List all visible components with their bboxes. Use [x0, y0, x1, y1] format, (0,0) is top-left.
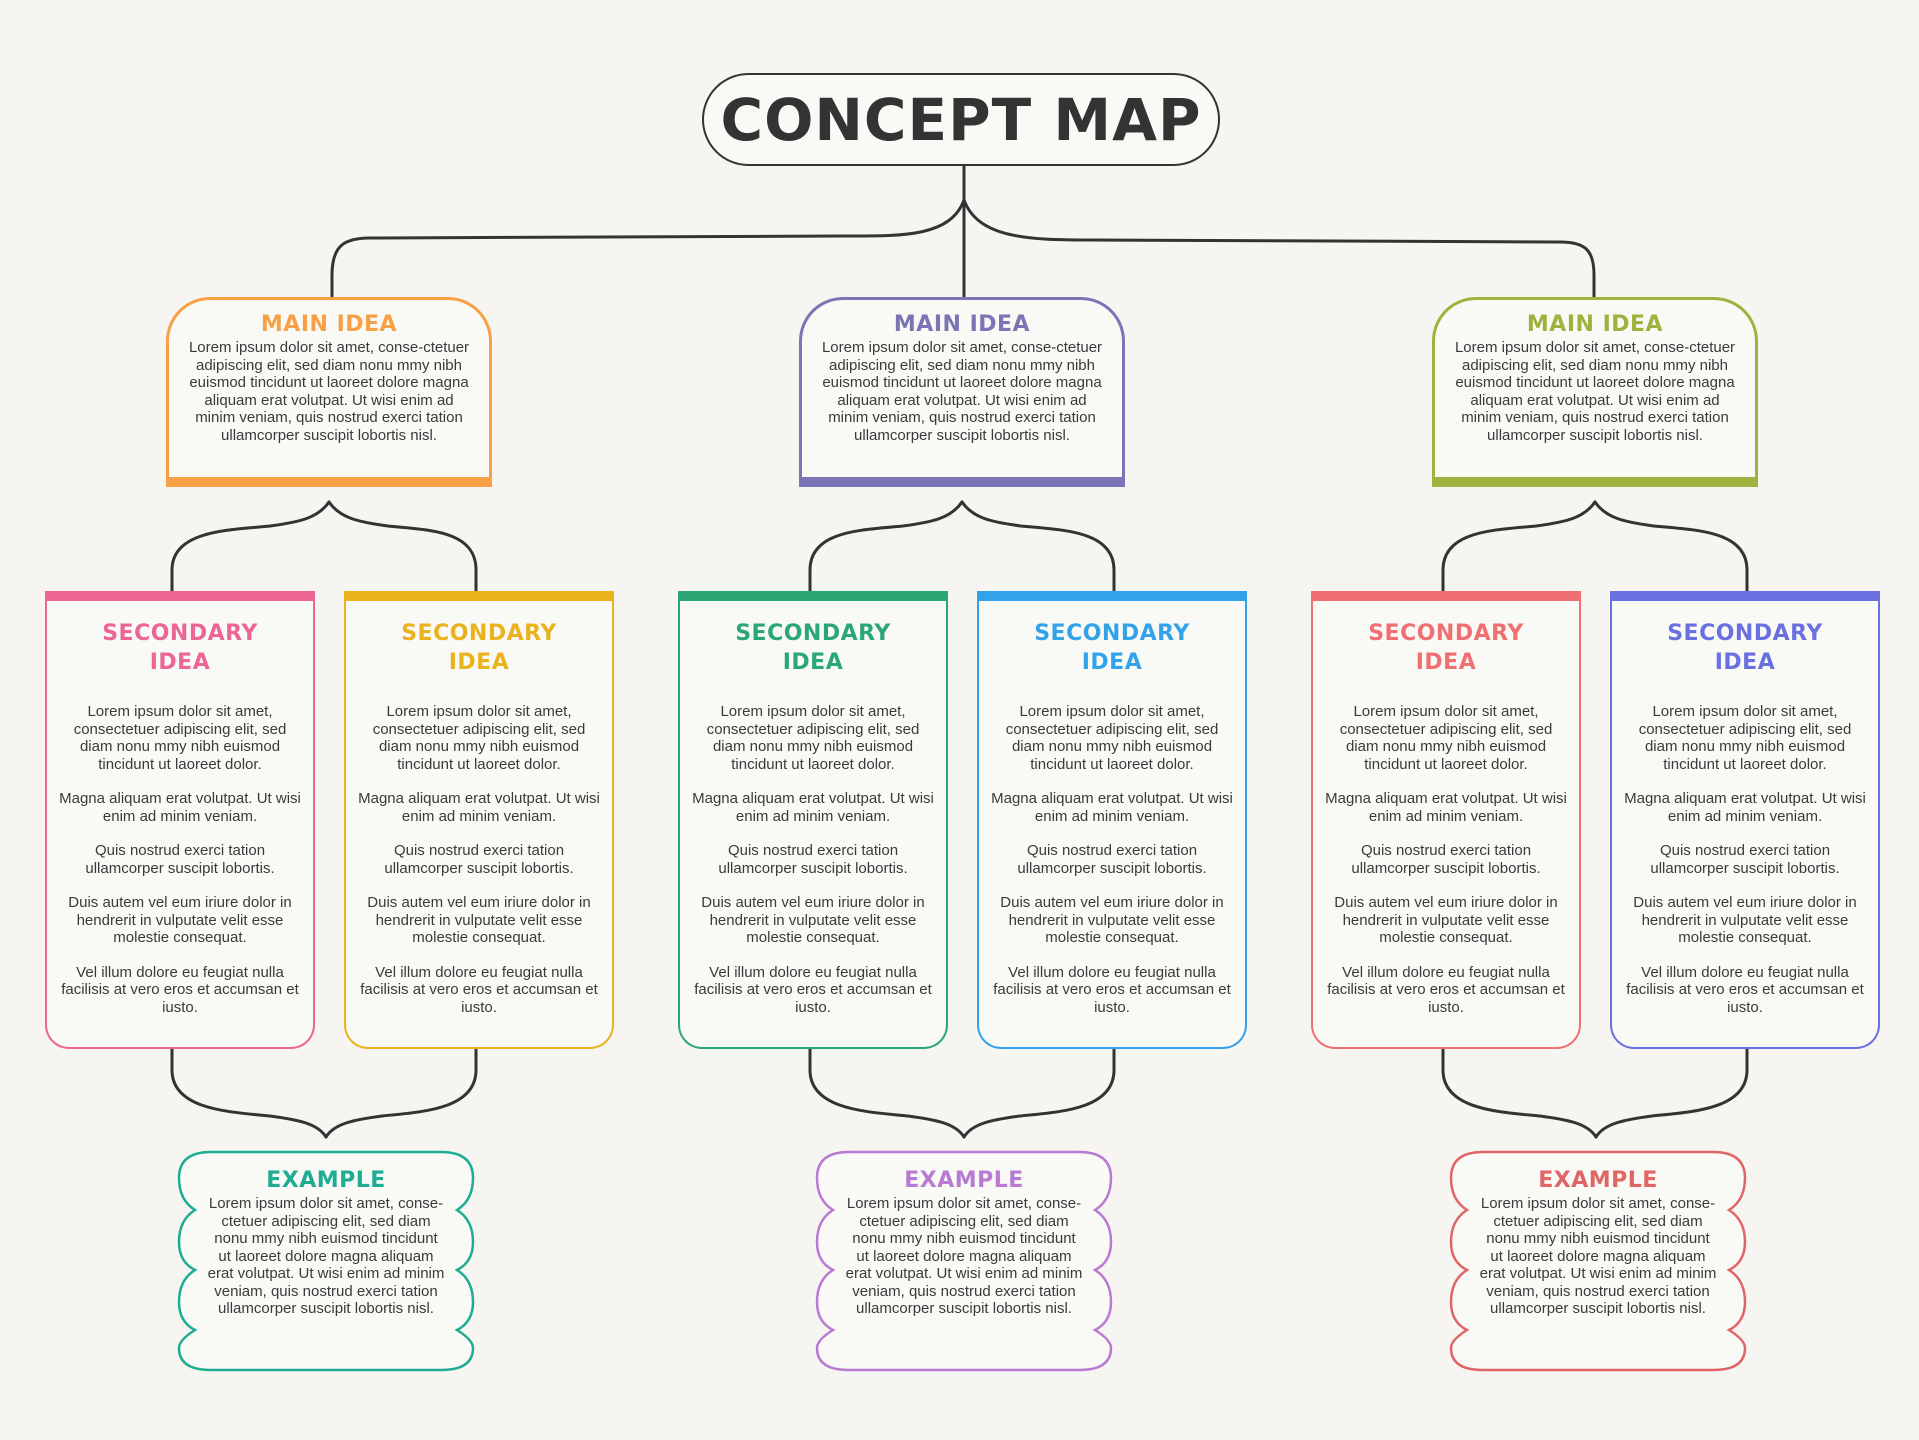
- secondary-idea-paragraph: Quis nostrud exerci tation ullamcorper s…: [1017, 842, 1207, 877]
- secondary-idea-paragraph: Magna aliquam erat volutpat. Ut wisi eni…: [1624, 790, 1866, 825]
- brace-example-1: [170, 1047, 478, 1139]
- main-idea-text: Lorem ipsum dolor sit amet, conse-ctetue…: [1454, 339, 1736, 444]
- secondary-idea-heading: SECONDARY IDEA: [1667, 621, 1823, 675]
- secondary-idea-paragraph: Vel illum dolore eu feugiat nulla facili…: [1327, 963, 1565, 1016]
- secondary-idea-paragraph: Magna aliquam erat volutpat. Ut wisi eni…: [59, 790, 301, 825]
- main-idea-box-1: MAIN IDEA Lorem ipsum dolor sit amet, co…: [166, 297, 492, 487]
- secondary-idea-paragraph: Vel illum dolore eu feugiat nulla facili…: [993, 963, 1231, 1016]
- brace-main-1: [170, 500, 478, 593]
- secondary-idea-heading: SECONDARY IDEA: [1368, 621, 1524, 675]
- secondary-idea-paragraph: Quis nostrud exerci tation ullamcorper s…: [85, 842, 275, 877]
- example-box-3: EXAMPLE Lorem ipsum dolor sit amet, cons…: [1449, 1150, 1747, 1372]
- secondary-idea-box-4: SECONDARY IDEA Lorem ipsum dolor sit ame…: [977, 591, 1247, 1049]
- example-text: Lorem ipsum dolor sit amet, conse-ctetue…: [1479, 1195, 1717, 1317]
- main-idea-text: Lorem ipsum dolor sit amet, conse-ctetue…: [821, 339, 1103, 444]
- example-box-2: EXAMPLE Lorem ipsum dolor sit amet, cons…: [815, 1150, 1113, 1372]
- title-box: CONCEPT MAP: [702, 73, 1220, 166]
- brace-example-2: [808, 1047, 1116, 1139]
- secondary-idea-paragraph: Quis nostrud exerci tation ullamcorper s…: [1650, 842, 1840, 877]
- secondary-idea-box-3: SECONDARY IDEA Lorem ipsum dolor sit ame…: [678, 591, 948, 1049]
- example-box-1: EXAMPLE Lorem ipsum dolor sit amet, cons…: [177, 1150, 475, 1372]
- example-box-outline: [177, 1150, 475, 1372]
- secondary-idea-paragraph: Lorem ipsum dolor sit amet, consectetuer…: [706, 703, 920, 773]
- connector-title-right: [962, 198, 1596, 299]
- secondary-idea-paragraph: Quis nostrud exerci tation ullamcorper s…: [718, 842, 908, 877]
- main-idea-heading: MAIN IDEA: [893, 312, 1031, 337]
- connector-title-left: [330, 198, 966, 299]
- example-box-outline: [1449, 1150, 1747, 1372]
- brace-main-2: [808, 500, 1116, 593]
- secondary-idea-box-5: SECONDARY IDEA Lorem ipsum dolor sit ame…: [1311, 591, 1581, 1049]
- main-idea-text: Lorem ipsum dolor sit amet, conse-ctetue…: [188, 339, 470, 444]
- example-text: Lorem ipsum dolor sit amet, conse-ctetue…: [207, 1195, 445, 1317]
- secondary-idea-box-1: SECONDARY IDEA Lorem ipsum dolor sit ame…: [45, 591, 315, 1049]
- example-box-outline: [815, 1150, 1113, 1372]
- brace-example-3: [1441, 1047, 1749, 1139]
- secondary-idea-paragraph: Magna aliquam erat volutpat. Ut wisi eni…: [1325, 790, 1567, 825]
- secondary-idea-paragraph: Magna aliquam erat volutpat. Ut wisi eni…: [358, 790, 600, 825]
- example-heading: EXAMPLE: [1538, 1168, 1658, 1193]
- brace-main-3: [1441, 500, 1749, 593]
- secondary-idea-paragraph: Magna aliquam erat volutpat. Ut wisi eni…: [991, 790, 1233, 825]
- secondary-idea-paragraph: Duis autem vel eum iriure dolor in hendr…: [701, 894, 925, 946]
- main-idea-heading: MAIN IDEA: [260, 312, 398, 337]
- page-title: CONCEPT MAP: [720, 85, 1202, 154]
- secondary-idea-paragraph: Duis autem vel eum iriure dolor in hendr…: [68, 894, 292, 946]
- main-idea-heading: MAIN IDEA: [1526, 312, 1664, 337]
- secondary-idea-paragraph: Vel illum dolore eu feugiat nulla facili…: [694, 963, 932, 1016]
- secondary-idea-paragraph: Duis autem vel eum iriure dolor in hendr…: [1633, 894, 1857, 946]
- main-idea-box-2: MAIN IDEA Lorem ipsum dolor sit amet, co…: [799, 297, 1125, 487]
- secondary-idea-box-6: SECONDARY IDEA Lorem ipsum dolor sit ame…: [1610, 591, 1880, 1049]
- secondary-idea-paragraph: Lorem ipsum dolor sit amet, consectetuer…: [1339, 703, 1553, 773]
- secondary-idea-box-2: SECONDARY IDEA Lorem ipsum dolor sit ame…: [344, 591, 614, 1049]
- example-heading: EXAMPLE: [266, 1168, 386, 1193]
- secondary-idea-paragraph: Lorem ipsum dolor sit amet, consectetuer…: [1638, 703, 1852, 773]
- secondary-idea-heading: SECONDARY IDEA: [102, 621, 258, 675]
- secondary-idea-paragraph: Magna aliquam erat volutpat. Ut wisi eni…: [692, 790, 934, 825]
- secondary-idea-paragraph: Vel illum dolore eu feugiat nulla facili…: [61, 963, 299, 1016]
- secondary-idea-paragraph: Quis nostrud exerci tation ullamcorper s…: [1351, 842, 1541, 877]
- example-text: Lorem ipsum dolor sit amet, conse-ctetue…: [845, 1195, 1083, 1317]
- secondary-idea-paragraph: Duis autem vel eum iriure dolor in hendr…: [1334, 894, 1558, 946]
- secondary-idea-heading: SECONDARY IDEA: [735, 621, 891, 675]
- secondary-idea-paragraph: Lorem ipsum dolor sit amet, consectetuer…: [372, 703, 586, 773]
- secondary-idea-heading: SECONDARY IDEA: [401, 621, 557, 675]
- secondary-idea-paragraph: Lorem ipsum dolor sit amet, consectetuer…: [73, 703, 287, 773]
- secondary-idea-paragraph: Quis nostrud exerci tation ullamcorper s…: [384, 842, 574, 877]
- secondary-idea-paragraph: Duis autem vel eum iriure dolor in hendr…: [1000, 894, 1224, 946]
- secondary-idea-paragraph: Vel illum dolore eu feugiat nulla facili…: [360, 963, 598, 1016]
- main-idea-box-3: MAIN IDEA Lorem ipsum dolor sit amet, co…: [1432, 297, 1758, 487]
- secondary-idea-paragraph: Vel illum dolore eu feugiat nulla facili…: [1626, 963, 1864, 1016]
- example-heading: EXAMPLE: [904, 1168, 1024, 1193]
- secondary-idea-heading: SECONDARY IDEA: [1034, 621, 1190, 675]
- secondary-idea-paragraph: Duis autem vel eum iriure dolor in hendr…: [367, 894, 591, 946]
- secondary-idea-paragraph: Lorem ipsum dolor sit amet, consectetuer…: [1005, 703, 1219, 773]
